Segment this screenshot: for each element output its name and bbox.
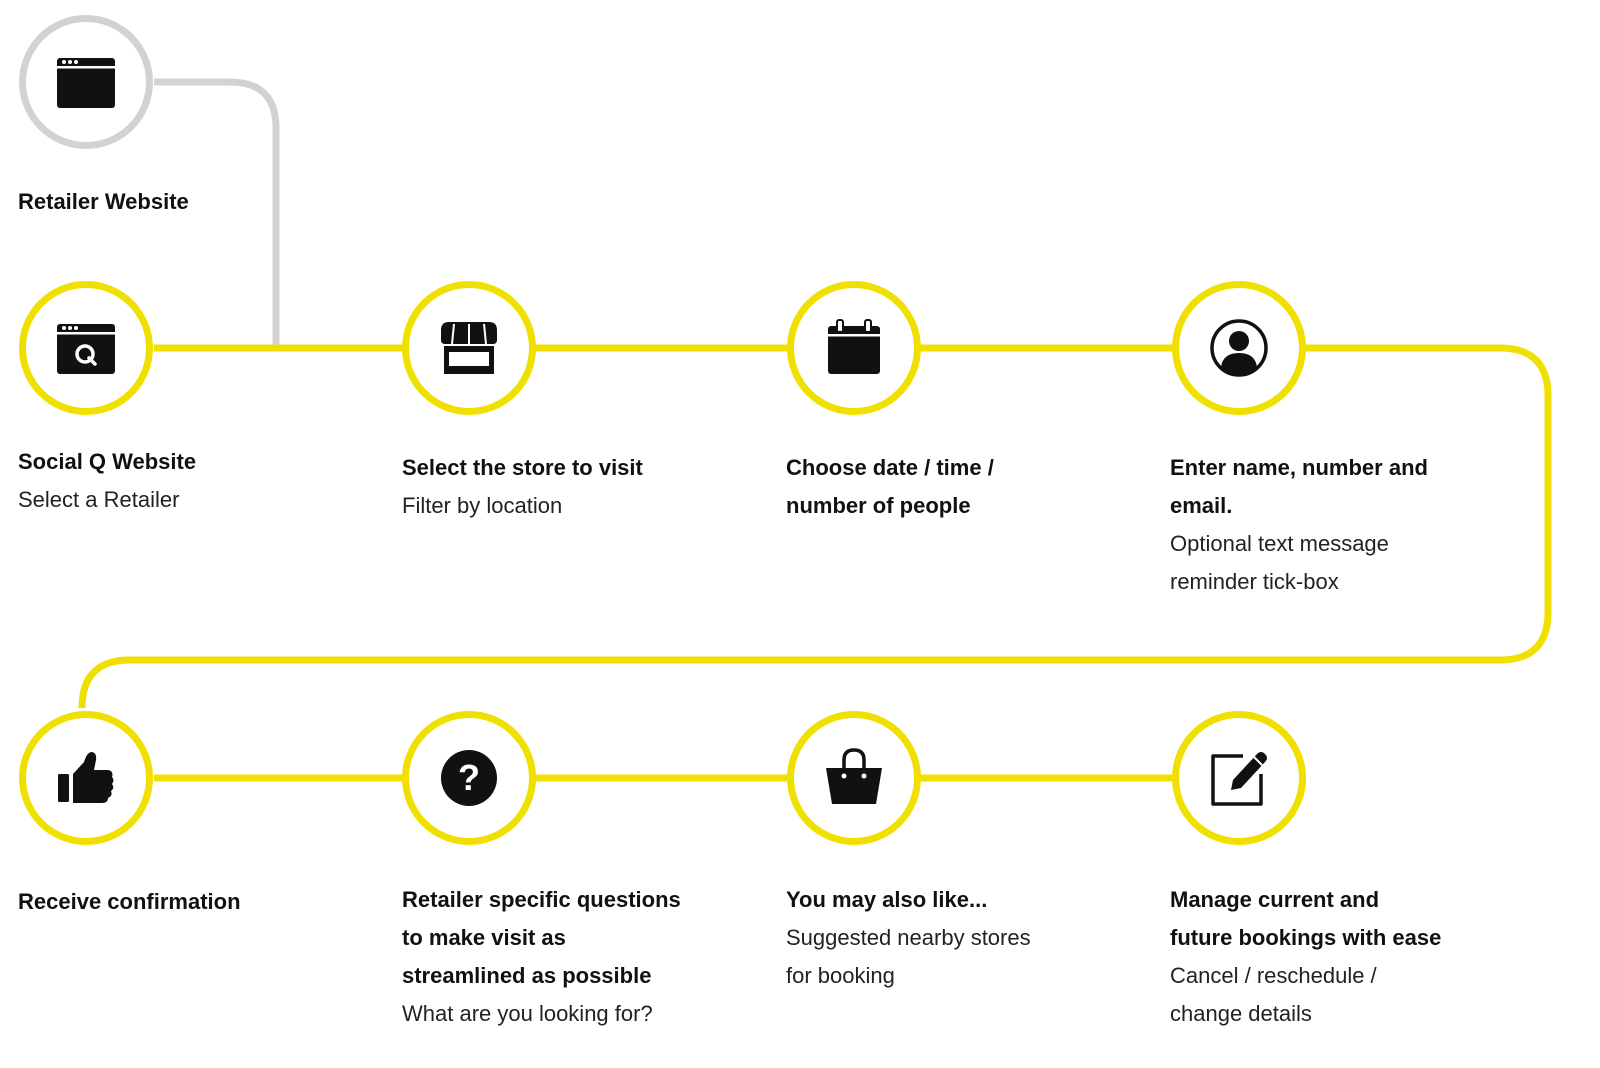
step-node-social-q-website: [19, 281, 153, 415]
step-title: Select the store to visit: [402, 455, 643, 480]
step-subtitle: Select a Retailer: [18, 487, 180, 512]
yellow-connector-row1: [78, 344, 1552, 709]
step-title-line-2: number of people: [786, 493, 971, 518]
step-node-receive-confirmation: [19, 711, 153, 845]
step-title-line-3: streamlined as possible: [402, 963, 652, 988]
step-subtitle-line-1: Cancel / reschedule /: [1170, 963, 1377, 988]
step-subtitle-line-2: for booking: [786, 963, 895, 988]
step-title-line-1: Enter name, number and: [1170, 455, 1428, 480]
step-node-manage-bookings: [1172, 711, 1306, 845]
step-subtitle: Filter by location: [402, 493, 563, 518]
step-subtitle-line-1: Suggested nearby stores: [786, 925, 1031, 950]
step-node-choose-date: [787, 281, 921, 415]
step-label-social-q-website: Social Q Website Select a Retailer: [18, 443, 358, 519]
grey-connector: [154, 78, 280, 348]
step-title-line-1: Manage current and: [1170, 887, 1380, 912]
step-title: Retailer Website: [18, 189, 189, 214]
svg-text:?: ?: [458, 757, 480, 798]
step-title-line-2: to make visit as: [402, 925, 566, 950]
step-label-you-may-also-like: You may also like... Suggested nearby st…: [786, 881, 1126, 995]
browser-window-icon: [57, 58, 115, 108]
step-node-retailer-questions: ?: [402, 711, 536, 845]
step-subtitle-line-2: reminder tick-box: [1170, 569, 1339, 594]
step-title: You may also like...: [786, 887, 988, 912]
step-title-line-1: Retailer specific questions: [402, 887, 681, 912]
step-label-retailer-website: Retailer Website: [18, 183, 358, 221]
step-label-select-store: Select the store to visit Filter by loca…: [402, 449, 742, 525]
step-title-line-2: future bookings with ease: [1170, 925, 1442, 950]
step-subtitle-line-1: Optional text message: [1170, 531, 1389, 556]
step-label-manage-bookings: Manage current and future bookings with …: [1170, 881, 1510, 1033]
step-node-you-may-also-like: [787, 711, 921, 845]
step-subtitle-line-2: change details: [1170, 1001, 1312, 1026]
browser-q-icon: [57, 324, 115, 374]
step-node-enter-details: [1172, 281, 1306, 415]
thumbs-up-icon: [58, 752, 114, 803]
question-mark-icon: ?: [441, 750, 497, 806]
step-node-retailer-website: [19, 15, 153, 149]
user-avatar-icon: [1210, 319, 1268, 377]
step-label-retailer-questions: Retailer specific questions to make visi…: [402, 881, 742, 1033]
step-title: Receive confirmation: [18, 889, 241, 914]
step-label-receive-confirmation: Receive confirmation: [18, 883, 358, 921]
step-title-line-1: Choose date / time /: [786, 455, 994, 480]
edit-icon: [1211, 752, 1267, 806]
step-label-choose-date: Choose date / time / number of people: [786, 449, 1126, 525]
shopping-bag-icon: [826, 748, 882, 804]
step-node-select-store: [402, 281, 536, 415]
step-title: Social Q Website: [18, 449, 197, 474]
step-title-line-2: email.: [1170, 493, 1233, 518]
step-label-enter-details: Enter name, number and email. Optional t…: [1170, 449, 1510, 601]
storefront-icon: [441, 322, 497, 374]
step-subtitle: What are you looking for?: [402, 1001, 653, 1026]
calendar-icon: [828, 319, 880, 374]
